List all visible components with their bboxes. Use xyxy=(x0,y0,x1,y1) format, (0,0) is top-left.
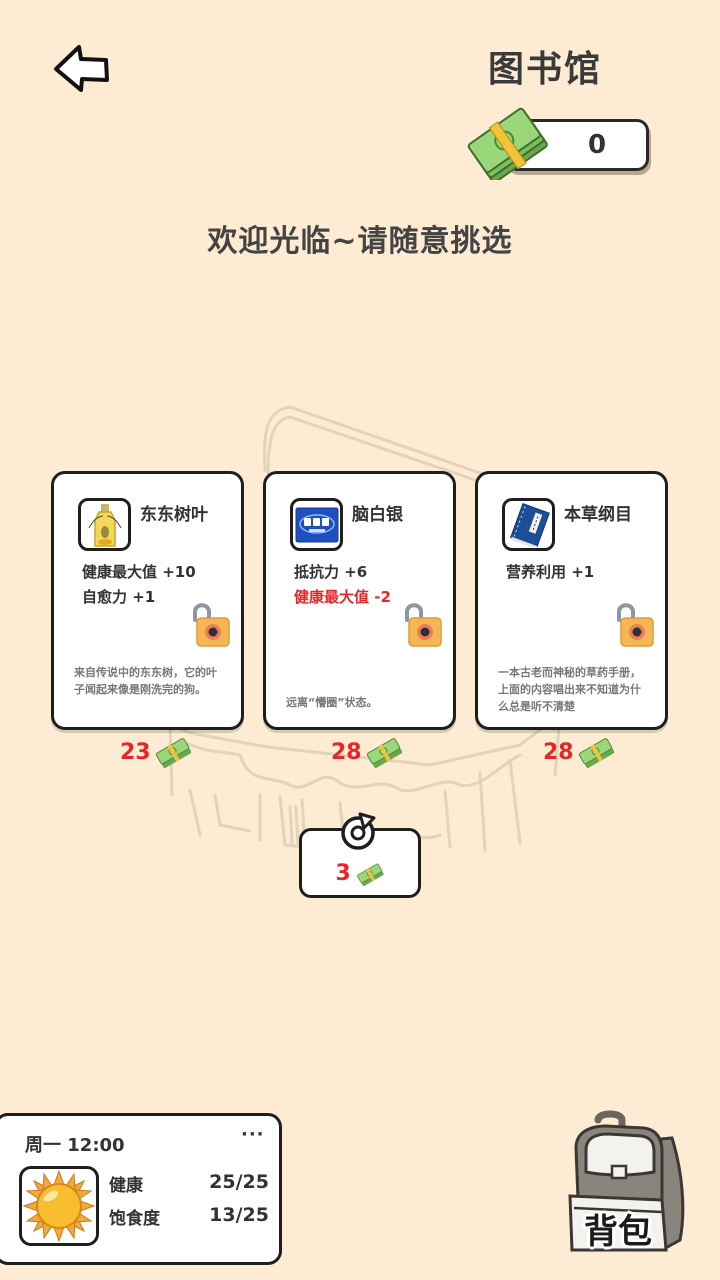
item-stat: 抵抗力 +6 xyxy=(294,563,368,581)
cash-stack-icon xyxy=(155,738,191,768)
item-name: 本草纲目 xyxy=(564,505,632,525)
item-stat: 营养利用 +1 xyxy=(506,563,595,581)
refresh-icon xyxy=(341,812,376,850)
sun-icon xyxy=(22,1169,96,1243)
blue-box-icon xyxy=(295,507,338,542)
item-price: 28 xyxy=(543,736,616,768)
health-value: 25/25 xyxy=(209,1171,269,1193)
bottle-icon xyxy=(88,503,121,547)
status-panel: 周一 12:00 ··· xyxy=(0,1113,282,1265)
day-time: 周一 12:00 xyxy=(25,1135,125,1156)
cash-stack-icon xyxy=(467,107,548,180)
cash-stack-icon xyxy=(356,863,384,886)
money-value: 0 xyxy=(587,130,607,160)
refresh-cost-value: 3 xyxy=(335,861,351,886)
item-price: 28 xyxy=(331,736,404,768)
more-button[interactable]: ··· xyxy=(241,1124,265,1145)
item-stats: 健康最大值 +10 自愈力 +1 xyxy=(82,560,196,610)
item-description: 一本古老而神秘的草药手册，上面的内容唱出来不知道为什么总是听不清楚 xyxy=(498,666,641,713)
weather-badge xyxy=(19,1166,99,1246)
price-value: 23 xyxy=(120,739,151,765)
backpack-button[interactable]: 背包 xyxy=(562,1110,692,1260)
cash-stack-icon xyxy=(578,738,614,768)
shop-item-card[interactable]: 东东树叶 健康最大值 +10 自愈力 +1 来自传说中的东东树，它的叶子闻起来像… xyxy=(51,471,244,730)
cash-stack-icon xyxy=(366,738,402,768)
item-stat: 自愈力 +1 xyxy=(82,588,156,606)
item-thumbnail xyxy=(78,498,131,551)
item-stat-negative: 健康最大值 -2 xyxy=(294,588,391,606)
refresh-cost: 3 xyxy=(302,861,418,886)
item-price: 23 xyxy=(120,736,193,768)
item-description: 来自传说中的东东树，它的叶子闻起来像是刚洗完的狗。 xyxy=(74,666,217,696)
satiety-value: 13/25 xyxy=(209,1204,269,1226)
item-name: 脑白银 xyxy=(352,505,403,525)
shop-item-card[interactable]: 脑白银 抵抗力 +6 健康最大值 -2 远离“懵圈”状态。 xyxy=(263,471,456,730)
item-stats: 营养利用 +1 xyxy=(506,560,594,585)
unlocked-padlock-icon xyxy=(617,603,654,647)
back-button[interactable] xyxy=(52,42,112,94)
blue-book-icon xyxy=(509,502,550,547)
page-title: 图书馆 xyxy=(487,49,602,90)
satiety-label: 饱食度 xyxy=(109,1209,160,1229)
item-description: 远离“懵圈”状态。 xyxy=(286,696,378,709)
item-stat: 健康最大值 +10 xyxy=(82,563,196,581)
health-label: 健康 xyxy=(109,1176,143,1196)
welcome-text: 欢迎光临~请随意挑选 xyxy=(207,224,513,259)
item-thumbnail xyxy=(502,498,555,551)
item-name: 东东树叶 xyxy=(140,505,208,525)
satiety-row: 饱食度 13/25 xyxy=(109,1204,269,1229)
health-row: 健康 25/25 xyxy=(109,1171,269,1196)
unlocked-padlock-icon xyxy=(193,603,230,647)
backpack-icon xyxy=(568,1110,685,1252)
unlocked-padlock-icon xyxy=(405,603,442,647)
price-value: 28 xyxy=(543,739,574,765)
price-value: 28 xyxy=(331,739,362,765)
item-stats: 抵抗力 +6 健康最大值 -2 xyxy=(294,560,391,610)
item-thumbnail xyxy=(290,498,343,551)
arrow-left-icon xyxy=(54,45,109,92)
backpack-label: 背包 xyxy=(584,1212,652,1252)
shop-item-card[interactable]: 本草纲目 营养利用 +1 一本古老而神秘的草药手册，上面的内容唱出来不知道为什么… xyxy=(475,471,668,730)
